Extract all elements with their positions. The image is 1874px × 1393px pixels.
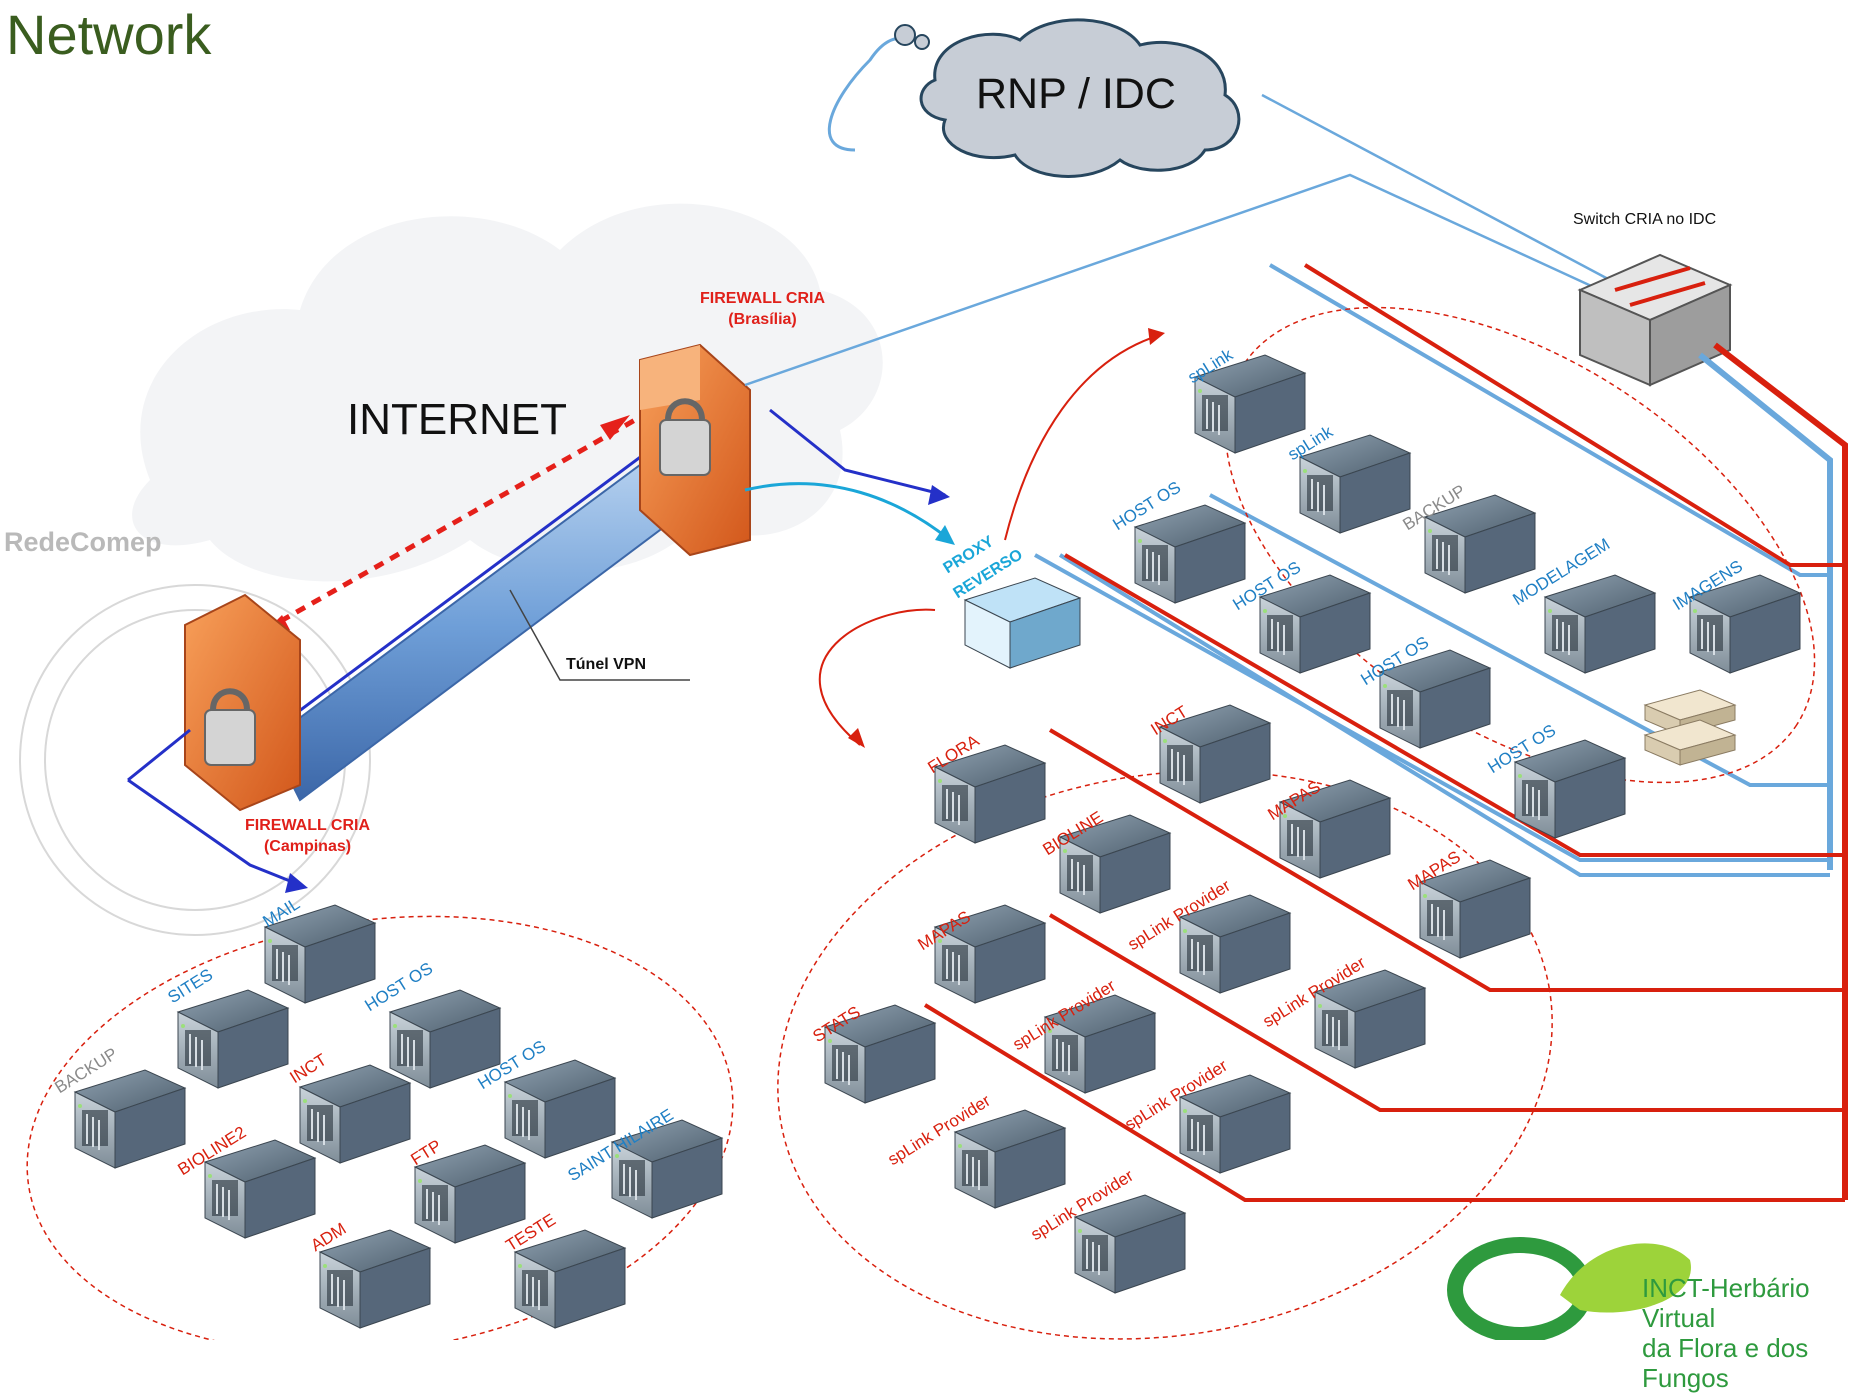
firewall-brasilia-line2: (Brasília) (728, 311, 797, 328)
firewall-campinas-label: FIREWALL CRIA (Campinas) (245, 815, 370, 857)
campinas-servers (74, 904, 723, 1329)
internet-cloud (132, 203, 883, 582)
storage-stack (1643, 689, 1737, 766)
proxy-reverso-server (963, 577, 1082, 669)
inct-logo-text: INCT-Herbário Virtual da Flora e dos Fun… (1642, 1273, 1874, 1393)
idc-red-servers (824, 704, 1531, 1294)
firewall-campinas-line1: FIREWALL CRIA (245, 817, 371, 834)
firewall-brasilia-line1: FIREWALL CRIA (700, 290, 826, 307)
vpn-label: Túnel VPN (566, 656, 647, 673)
redecomep-label: RedeComep (4, 527, 162, 557)
internet-label: INTERNET (347, 395, 567, 444)
blue-trunk (1698, 352, 1833, 870)
idc-blue-group (1224, 306, 1816, 784)
firewall-brasilia (639, 343, 751, 557)
page-title: Network (6, 3, 212, 66)
rnp-idc-label: RNP / IDC (976, 70, 1176, 118)
redecomep-ring (19, 584, 371, 936)
firewall-campinas (184, 593, 301, 812)
red-trunk (1713, 342, 1848, 1200)
inct-logo (1447, 1237, 1691, 1340)
firewall-campinas-line2: (Campinas) (263, 838, 352, 855)
idc-red-group (777, 770, 1553, 1340)
network-diagram (19, 18, 1848, 1340)
logo-line-1: INCT-Herbário Virtual (1642, 1273, 1810, 1333)
rnp-idc-cloud (919, 18, 1241, 178)
logo-line-2: da Flora e dos Fungos (1642, 1333, 1809, 1393)
switch-label: Switch CRIA no IDC (1573, 211, 1717, 228)
firewall-brasilia-label: FIREWALL CRIA (Brasília) (700, 288, 825, 330)
switch-cria-idc (1577, 253, 1733, 387)
